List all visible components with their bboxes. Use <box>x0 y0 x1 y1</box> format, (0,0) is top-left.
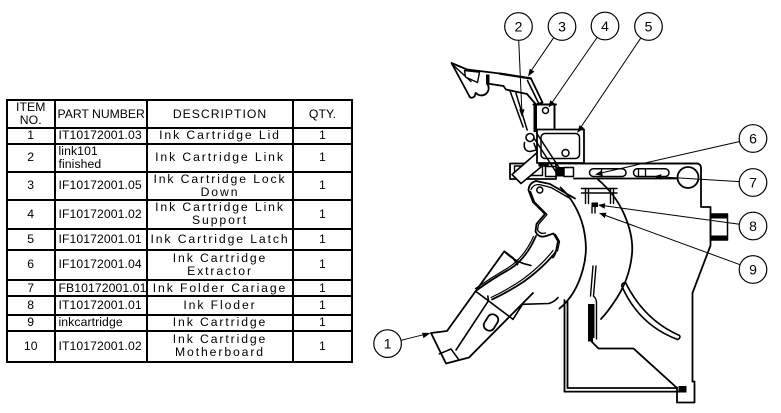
svg-text:5: 5 <box>645 19 653 35</box>
svg-text:7: 7 <box>749 175 757 191</box>
svg-text:8: 8 <box>749 218 757 234</box>
svg-text:4: 4 <box>601 18 609 34</box>
svg-text:6: 6 <box>749 131 757 147</box>
svg-text:1: 1 <box>384 336 392 352</box>
svg-text:3: 3 <box>558 19 566 35</box>
svg-text:2: 2 <box>515 19 523 35</box>
svg-text:9: 9 <box>749 262 757 278</box>
